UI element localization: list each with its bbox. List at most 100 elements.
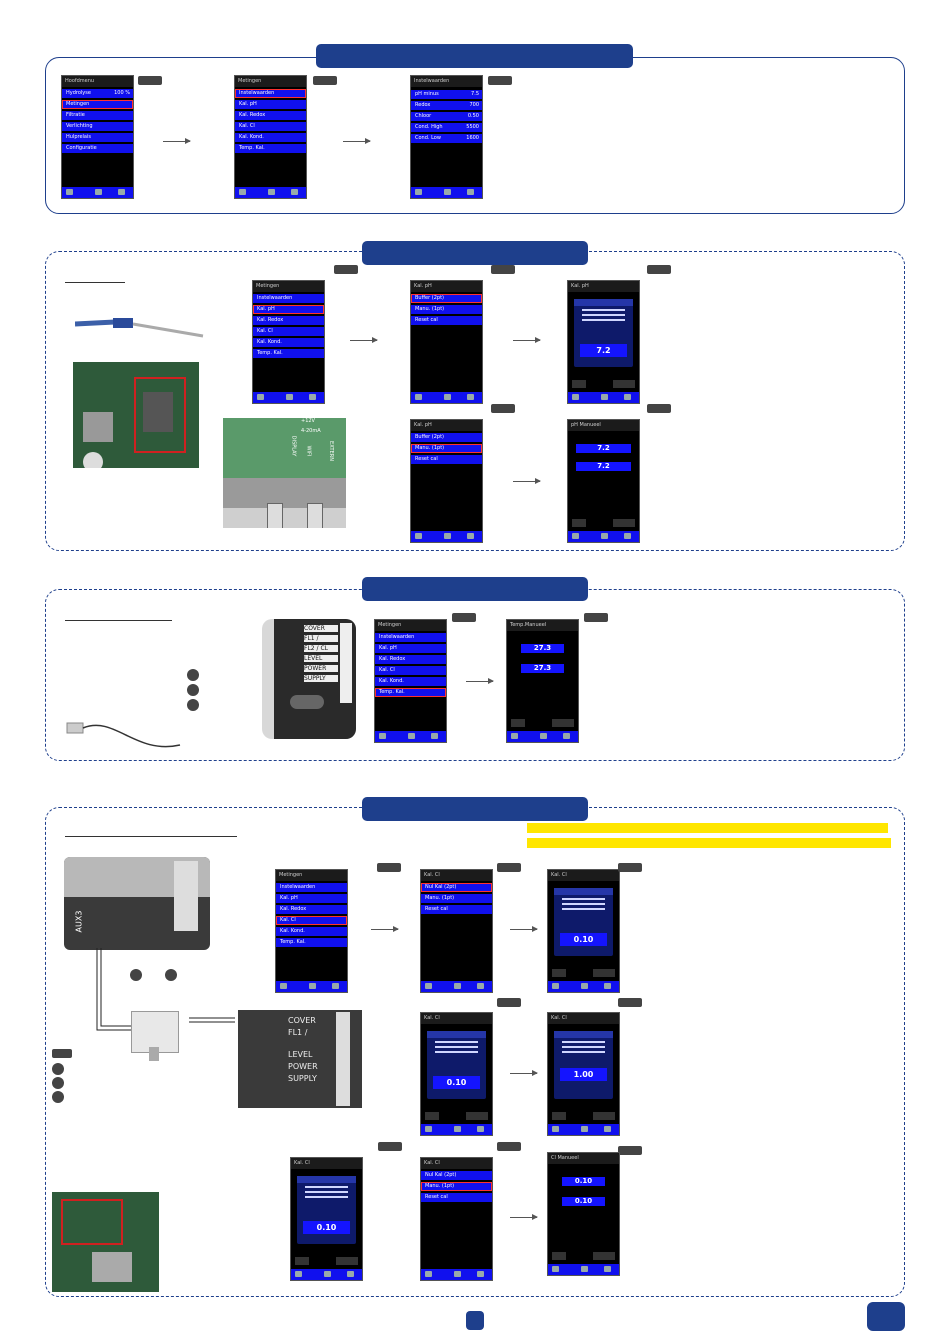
ok-button[interactable]: [552, 1112, 566, 1120]
menu-item-manu[interactable]: Manu. (1pt): [421, 1182, 492, 1191]
section-4-frame: [45, 807, 905, 1297]
menu-item-filtratie[interactable]: Filtratie: [62, 111, 133, 120]
cancel-button[interactable]: [593, 1112, 615, 1120]
menu-item-reset-cal[interactable]: Reset cal: [421, 1193, 492, 1202]
cancel-button[interactable]: [613, 380, 635, 388]
menu-item-kal-kond[interactable]: Kal. Kond.: [276, 927, 347, 936]
temp-probe-image: [66, 722, 181, 748]
terminal-label-cover: COVER: [304, 625, 338, 632]
menu-item-instelwaarden[interactable]: Instelwaarden: [253, 294, 324, 303]
screen-title: Kal. Cl: [421, 1013, 492, 1024]
section-1-frame: [45, 57, 905, 214]
menu-item-buffer[interactable]: Buffer (2pt): [411, 294, 482, 303]
menu-item-buffer[interactable]: Buffer (2pt): [411, 433, 482, 442]
step-tag: [488, 76, 512, 85]
corner-tab: [867, 1302, 905, 1331]
screen-title: Temp.Manueel: [507, 620, 578, 631]
ok-button[interactable]: [572, 380, 586, 388]
screen-metingen-3: Metingen Instelwaarden Kal. pH Kal. Redo…: [374, 619, 447, 743]
screen-title: Kal. Cl: [421, 1158, 492, 1169]
menu-item-manu[interactable]: Manu. (1pt): [421, 894, 492, 903]
menu-item-kal-ph[interactable]: Kal. pH: [375, 644, 446, 653]
step-dot: [52, 1077, 64, 1089]
menu-item-instelwaarden[interactable]: Instelwaarden: [375, 633, 446, 642]
cancel-button[interactable]: [613, 519, 635, 527]
menu-item-verlichting[interactable]: Verlichting: [62, 122, 133, 131]
step-tag: [647, 265, 671, 274]
screen-title: Kal. pH: [411, 281, 482, 292]
menu-item-nul-kal[interactable]: Nul Kal (2pt): [421, 1171, 492, 1180]
screen-cl-dialog-3: Kal. Cl 1.00: [547, 1012, 620, 1136]
arrow-icon: [510, 926, 538, 932]
menu-item-kal-redox[interactable]: Kal. Redox: [276, 905, 347, 914]
screen-title: Hoofdmenu: [62, 76, 133, 87]
menu-item-instelwaarden[interactable]: Instelwaarden: [235, 89, 306, 98]
menu-item-manu[interactable]: Manu. (1pt): [411, 444, 482, 453]
cancel-button[interactable]: [336, 1257, 358, 1265]
menu-item-kal-ph[interactable]: Kal. pH: [276, 894, 347, 903]
menu-item-metingen[interactable]: Metingen: [62, 100, 133, 109]
menu-item-reset-cal[interactable]: Reset cal: [421, 905, 492, 914]
screen-ph-dialog: Kal. pH 7.2: [567, 280, 640, 404]
menu-item-manu[interactable]: Manu. (1pt): [411, 305, 482, 314]
menu-item-nul-kal[interactable]: Nul Kal (2pt): [421, 883, 492, 892]
section-3-frame: [45, 589, 905, 761]
step-tag: [334, 265, 358, 274]
heading-underline: [65, 620, 172, 621]
menu-item-temp-kal[interactable]: Temp. Kal.: [253, 349, 324, 358]
target-value[interactable]: 27.3: [521, 664, 564, 673]
aux-terminal-photo: AUX3: [64, 857, 210, 950]
menu-item-kal-redox[interactable]: Kal. Redox: [235, 111, 306, 120]
calibration-dialog: 0.10: [297, 1176, 356, 1244]
ok-button[interactable]: [552, 969, 566, 977]
screen-title: Kal. pH: [568, 281, 639, 292]
menu-item-instelwaarden[interactable]: Instelwaarden: [276, 883, 347, 892]
ok-button[interactable]: [572, 519, 586, 527]
ok-button[interactable]: [425, 1112, 439, 1120]
target-value[interactable]: 7.2: [576, 462, 631, 471]
board-label-wifi: WIFI: [305, 445, 312, 457]
menu-item-hulprelais[interactable]: Hulprelais: [62, 133, 133, 142]
screen-title: Metingen: [253, 281, 324, 292]
menu-item-kal-kond[interactable]: Kal. Kond.: [375, 677, 446, 686]
menu-item-reset-cal[interactable]: Reset cal: [411, 455, 482, 464]
cl-value[interactable]: 1.00: [560, 1068, 607, 1081]
menu-item-kal-redox[interactable]: Kal. Redox: [375, 655, 446, 664]
screen-title: Cl Manueel: [548, 1153, 619, 1164]
menu-item-reset-cal[interactable]: Reset cal: [411, 316, 482, 325]
screen-title: Metingen: [276, 870, 347, 881]
menu-item-kal-ph[interactable]: Kal. pH: [235, 100, 306, 109]
menu-item-kal-kond[interactable]: Kal. Kond.: [253, 338, 324, 347]
menu-item-kal-cl[interactable]: Kal. Cl: [276, 916, 347, 925]
menu-item-temp-kal[interactable]: Temp. Kal.: [235, 144, 306, 153]
ph-probe-image: [75, 318, 204, 338]
menu-item-kal-ph[interactable]: Kal. pH: [253, 305, 324, 314]
menu-item-kal-cl[interactable]: Kal. Cl: [375, 666, 446, 675]
menu-item-kal-cl[interactable]: Kal. Cl: [253, 327, 324, 336]
ok-button[interactable]: [552, 1252, 566, 1260]
cancel-button[interactable]: [593, 969, 615, 977]
menu-item-kal-kond[interactable]: Kal. Kond.: [235, 133, 306, 142]
menu-item-temp-kal[interactable]: Temp. Kal.: [375, 688, 446, 697]
menu-item-temp-kal[interactable]: Temp. Kal.: [276, 938, 347, 947]
menu-item-kal-cl[interactable]: Kal. Cl: [235, 122, 306, 131]
ok-button[interactable]: [295, 1257, 309, 1265]
ok-button[interactable]: [511, 719, 525, 727]
cancel-button[interactable]: [466, 1112, 488, 1120]
screen-footer: [568, 531, 639, 542]
screen-metingen: Metingen Instelwaarden Kal. pH Kal. Redo…: [234, 75, 307, 199]
screen-title: Kal. Cl: [421, 870, 492, 881]
cancel-button[interactable]: [552, 719, 574, 727]
screen-footer: [507, 731, 578, 742]
target-value[interactable]: 0.10: [562, 1197, 605, 1206]
menu-item-kal-redox[interactable]: Kal. Redox: [253, 316, 324, 325]
menu-item-configuratie[interactable]: Configuratie: [62, 144, 133, 153]
cancel-button[interactable]: [593, 1252, 615, 1260]
